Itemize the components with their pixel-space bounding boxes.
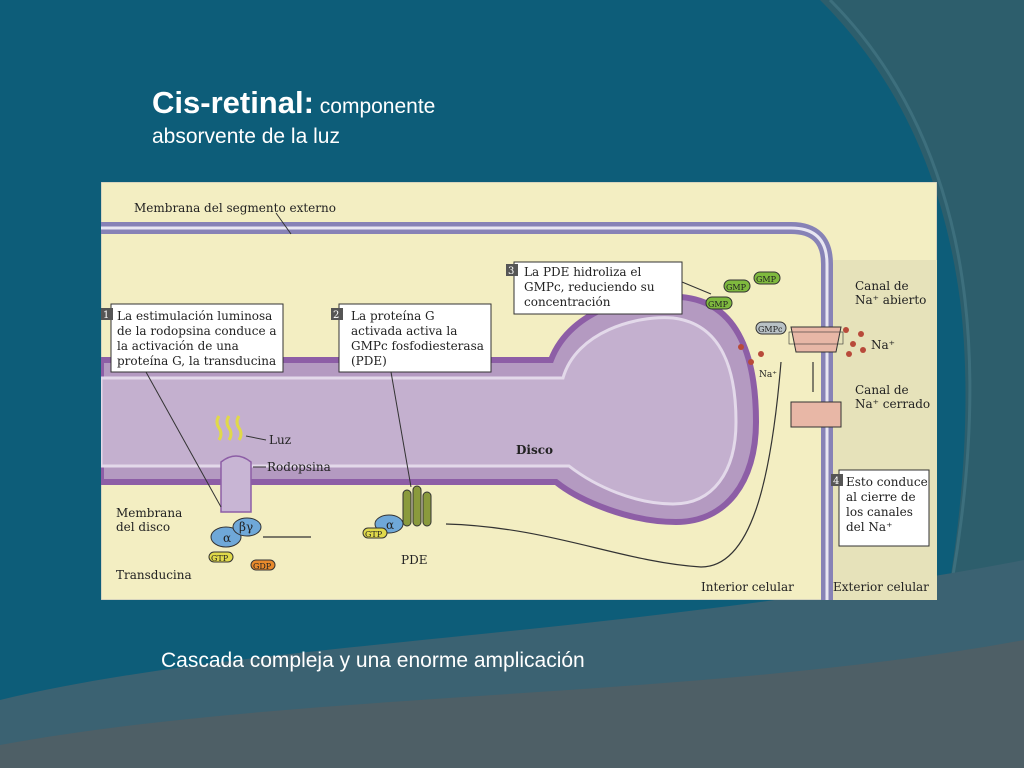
channel-closed-label-1: Canal de [855,383,909,397]
channel-open-label-1: Canal de [855,279,909,293]
slide-title: Cis-retinal: componente absorvente de la… [152,85,436,152]
step-1-line-2: de la rodopsina conduce a [117,324,277,338]
gtp-label-2: GTP [365,530,383,539]
open-channel-icon [788,326,844,353]
title-rest-1: componente [319,95,436,118]
channel-closed-label-2: Na⁺ cerrado [855,397,930,411]
step-2-number: 2 [333,310,339,321]
disc-membrane-label-1: Membrana [116,506,182,520]
title-rest-2: absorvente de la luz [152,125,340,148]
step-2-line-3: GMPc fosfodiesterasa [351,339,484,353]
gmp-label-1: GMP [726,283,747,292]
step-3-box: 3 La PDE hidroliza el GMPc, reduciendo s… [506,261,712,315]
pde-alpha-label: α [386,518,394,532]
rhodopsin-icon [215,415,252,513]
step-3-line-3: concentración [524,295,611,309]
gmp-label-3: GMP [708,300,729,309]
na-small-label: Na⁺ [759,370,777,380]
light-label: Luz [269,433,291,447]
step-1-line-3: la activación de una [117,339,239,353]
outer-membrane-label: Membrana del segmento externo [134,201,336,215]
disc-membrane-label-2: del disco [116,520,170,534]
rhodopsin-label: Rodopsina [267,460,331,474]
step-3-line-2: GMPc, reduciendo su [524,280,655,294]
step-4-line-3: los canales [846,505,913,519]
step-4-number: 4 [833,476,839,487]
pde-label: PDE [401,553,427,567]
step-1-line-4: proteína G, la transducina [117,354,276,368]
outer-membrane-pointer [275,212,292,235]
phototransduction-diagram: Luz Rodopsina βγ α GTP GDP Membrana del … [101,182,937,600]
interior-label: Interior celular [701,580,794,594]
step-1-number: 1 [103,310,109,321]
step-2-box: 2 La proteína G activada activa la GMPc … [331,303,492,488]
slide-caption: Cascada compleja y una enorme amplicació… [161,649,585,672]
transducin-icon [210,517,262,548]
gmp-label-2: GMP [756,275,777,284]
na-label: Na⁺ [871,338,895,352]
gmp-molecules [705,271,787,335]
step-4-box: 4 Esto conduce al cierre de los canales … [831,469,930,547]
step-1-line-1: La estimulación luminosa [117,309,272,323]
betagamma-label: βγ [239,520,253,534]
step-2-line-1: La proteína G [351,309,435,323]
gmpc-label: GMPc [758,325,783,334]
channel-open-label-2: Na⁺ abierto [855,293,926,307]
disc-label: Disco [516,443,553,457]
step-1-box: 1 La estimulación luminosa de la rodopsi… [101,303,284,508]
transducin-label: Transducina [116,568,192,582]
step-4-line-1: Esto conduce [846,475,928,489]
gdp-label: GDP [253,562,272,571]
sodium-ions [738,327,866,365]
step-2-line-2: activada activa la [351,324,457,338]
alpha-label: α [223,531,231,545]
exterior-label: Exterior celular [833,580,929,594]
closed-channel-icon [790,401,842,428]
step-3-number: 3 [508,266,514,277]
step-2-line-4: (PDE) [351,354,387,368]
step-3-line-1: La PDE hidroliza el [524,265,641,279]
gtp-label-1: GTP [211,554,229,563]
step-4-line-2: al cierre de [846,490,916,504]
step-4-line-4: del Na⁺ [846,520,892,534]
title-bold: Cis-retinal: [152,85,314,120]
